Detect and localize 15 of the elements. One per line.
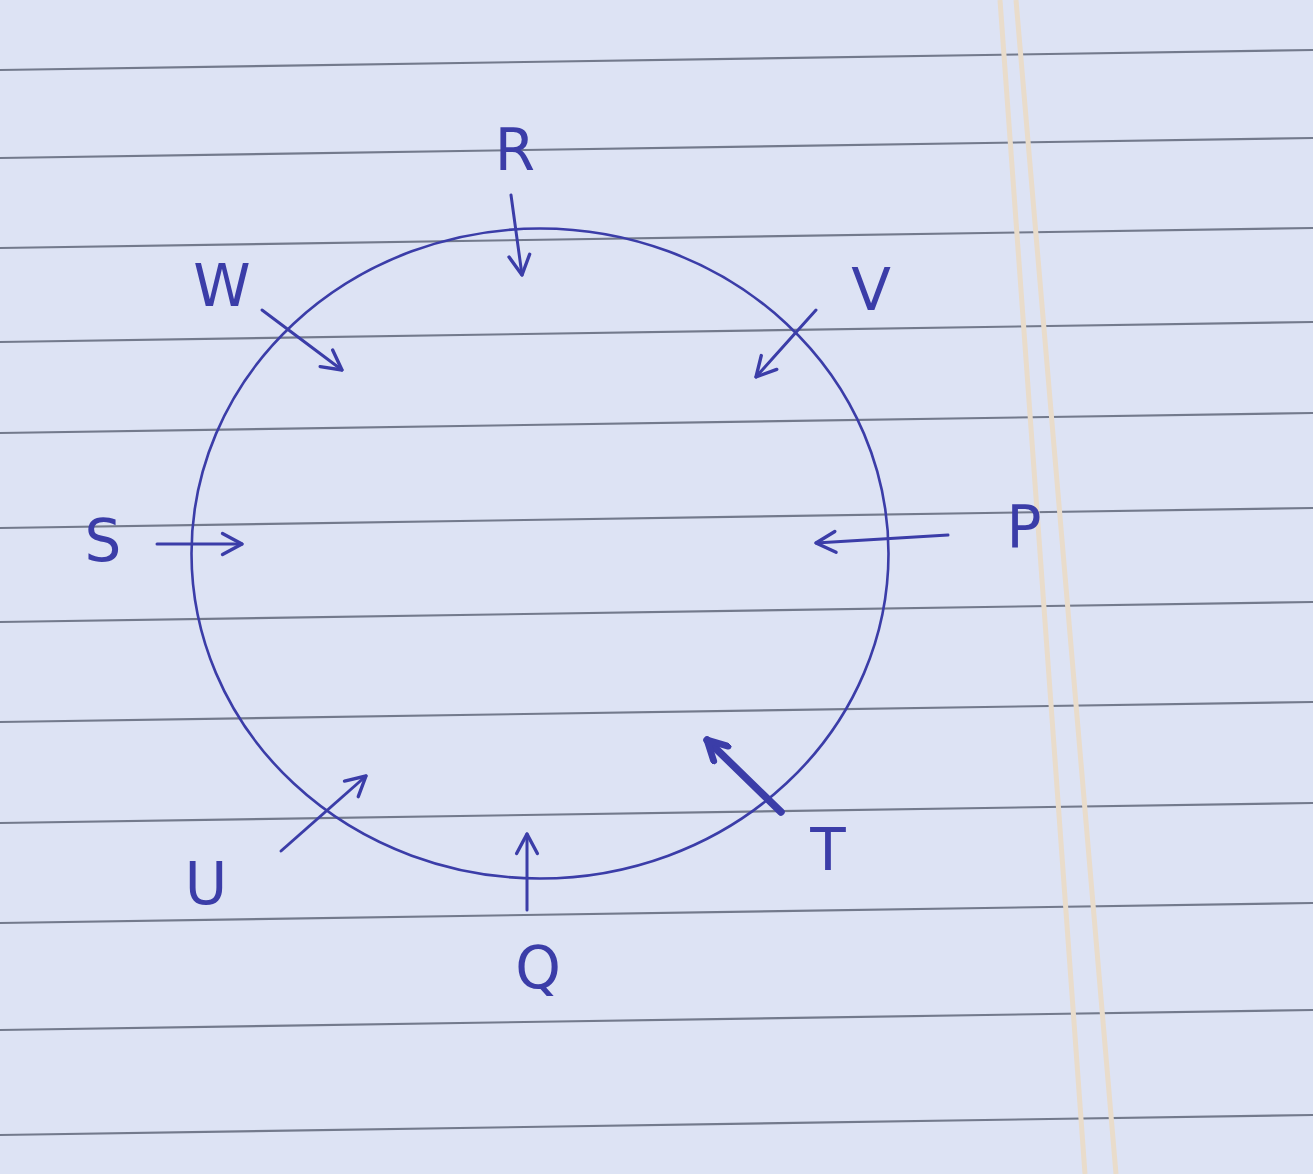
arrow: [814, 529, 950, 554]
arrow: [155, 531, 244, 557]
letter-label: T: [810, 821, 846, 879]
letter-label: U: [184, 855, 228, 913]
arrow: [507, 193, 532, 277]
arrow: [703, 736, 785, 816]
letter-label: Q: [515, 939, 561, 997]
letter-label: S: [84, 512, 122, 570]
letter-label: P: [1006, 498, 1042, 556]
arrow: [279, 774, 368, 853]
arrow: [754, 308, 818, 379]
arrow: [260, 308, 344, 372]
letter-label: W: [193, 257, 251, 315]
arrow: [514, 832, 540, 912]
letter-label: V: [851, 261, 891, 319]
